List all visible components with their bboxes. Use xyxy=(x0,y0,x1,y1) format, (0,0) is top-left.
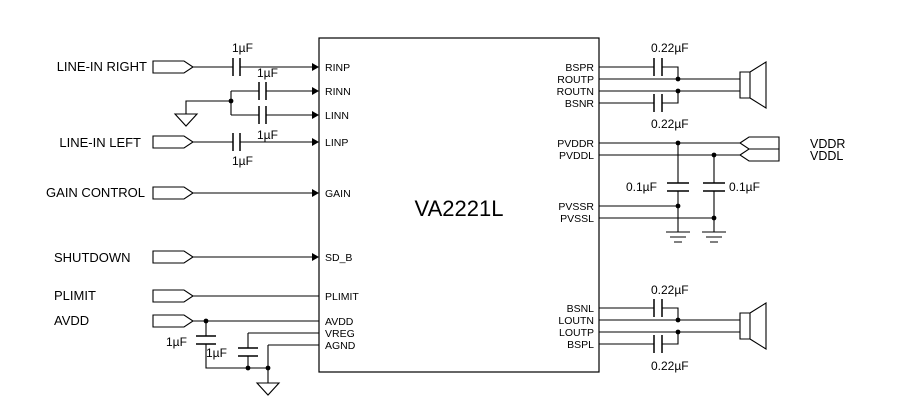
input-port-icon xyxy=(152,250,194,264)
junction-loutn xyxy=(675,317,681,323)
input-port-shutdown: SHUTDOWN xyxy=(54,250,194,265)
pin-linp: LINP xyxy=(325,137,348,149)
junction-pvss-2 xyxy=(711,215,717,221)
pin-pvddr: PVDDR xyxy=(557,138,594,150)
ground-icon xyxy=(702,231,726,243)
pin-routp: ROUTP xyxy=(557,74,594,86)
cap-label-pvdd-2: 0.1µF xyxy=(729,180,760,194)
cap-label-avdd: 1µF xyxy=(166,335,187,349)
pin-plimit: PLIMIT xyxy=(325,291,359,303)
pin-bspl: BSPL xyxy=(567,339,594,351)
arrow-linn xyxy=(312,111,319,119)
input-port-icon xyxy=(152,186,194,200)
label-avdd: AVDD xyxy=(54,313,89,328)
rail-vddr: VDDR xyxy=(810,137,845,151)
pin-rinn: RINN xyxy=(325,86,351,98)
cap-label-linn: 1µF xyxy=(257,128,278,142)
wire-bsnr xyxy=(599,91,679,104)
ground-icon xyxy=(666,231,690,243)
input-port-icon xyxy=(152,314,194,328)
ground-icon xyxy=(173,113,199,127)
input-port-icon xyxy=(152,60,194,74)
pin-pvssl: PVSSL xyxy=(560,213,594,225)
junction-rinn-linn xyxy=(228,98,234,104)
pin-rinp: RINP xyxy=(325,62,350,74)
cap-label-vreg: 1µF xyxy=(206,346,227,360)
wire-vreg xyxy=(247,332,319,368)
chip-body xyxy=(318,37,600,373)
pin-agnd: AGND xyxy=(325,340,356,352)
pin-pvddl: PVDDL xyxy=(559,150,594,162)
arrow-rinp xyxy=(312,63,319,71)
input-port-line-in-left: LINE-IN LEFT xyxy=(59,135,194,150)
rail-vddl: VDDL xyxy=(810,149,843,163)
cap-label-pvdd-1: 0.1µF xyxy=(626,180,657,194)
junction-agnd-2 xyxy=(265,365,271,371)
wire-rinn-linn-common xyxy=(185,91,232,115)
cap-label-bsl-bottom: 0.22µF xyxy=(651,359,689,373)
label-line-in-right: LINE-IN RIGHT xyxy=(57,59,147,74)
pin-gain: GAIN xyxy=(325,188,351,200)
pin-vreg: VREG xyxy=(325,328,355,340)
pin-loutp: LOUTP xyxy=(559,327,594,339)
cap-label-bsr-bottom: 0.22µF xyxy=(651,117,689,131)
input-port-avdd: AVDD xyxy=(54,313,194,328)
wire-bspr xyxy=(599,66,679,79)
arrow-sd-b xyxy=(312,253,319,261)
input-port-gain-control: GAIN CONTROL xyxy=(46,185,194,200)
pin-routn: ROUTN xyxy=(557,86,594,98)
junction-pvss-1 xyxy=(675,203,681,209)
ground-icon xyxy=(255,382,281,396)
pin-loutn: LOUTN xyxy=(558,315,594,327)
pin-pvssr: PVSSR xyxy=(558,201,594,213)
label-plimit: PLIMIT xyxy=(54,288,96,303)
pin-sd-b: SD_B xyxy=(325,252,352,264)
cap-label-rinp: 1µF xyxy=(232,41,253,55)
pin-linn: LINN xyxy=(325,110,349,122)
speaker-icon xyxy=(739,61,767,109)
junction-agnd-1 xyxy=(245,365,251,371)
pin-avdd: AVDD xyxy=(325,316,354,328)
label-line-in-left: LINE-IN LEFT xyxy=(59,135,141,150)
input-port-icon xyxy=(739,136,780,150)
pin-bsnr: BSNR xyxy=(565,98,595,110)
wire-bspl xyxy=(599,332,679,345)
input-port-icon xyxy=(152,135,194,149)
input-port-plimit: PLIMIT xyxy=(54,288,194,303)
wire-agnd xyxy=(267,344,319,383)
arrow-gain xyxy=(312,189,319,197)
input-port-line-in-right: LINE-IN RIGHT xyxy=(57,59,194,74)
label-shutdown: SHUTDOWN xyxy=(54,250,131,265)
label-gain-control: GAIN CONTROL xyxy=(46,185,145,200)
arrow-linp xyxy=(312,138,319,146)
input-port-icon xyxy=(739,148,780,162)
speaker-icon xyxy=(739,302,767,350)
pin-bspr: BSPR xyxy=(565,62,594,74)
pin-bsnl: BSNL xyxy=(567,303,595,315)
cap-label-bsr-top: 0.22µF xyxy=(651,41,689,55)
cap-label-linp: 1µF xyxy=(232,154,253,168)
chip-name: VA2221L xyxy=(415,196,504,221)
input-port-icon xyxy=(152,289,194,303)
wire-bsnl xyxy=(599,307,679,320)
cap-label-bsl-top: 0.22µF xyxy=(651,283,689,297)
cap-label-rinn: 1µF xyxy=(257,66,278,80)
junction-routp xyxy=(675,76,681,82)
arrow-rinn xyxy=(312,87,319,95)
